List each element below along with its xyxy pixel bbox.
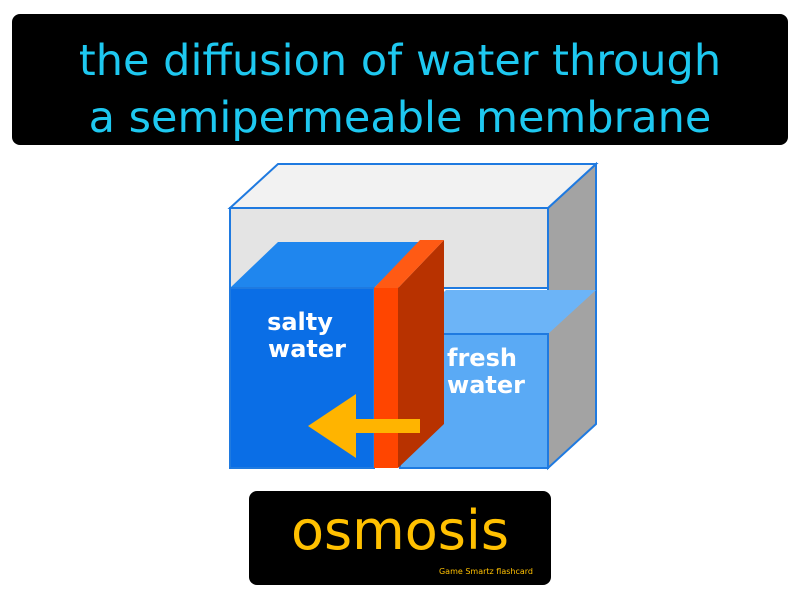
- movement-arrow-head: [308, 394, 356, 458]
- salty-water-top: [230, 242, 420, 288]
- definition-panel: the diffusion of water through a semiper…: [12, 14, 788, 145]
- tank-top: [227, 163, 599, 209]
- term-title: osmosis: [290, 499, 510, 562]
- salty-water-label-line-2: water: [268, 335, 346, 363]
- salty-water-label-line-1: salty: [267, 308, 333, 336]
- membrane-side: [398, 240, 444, 468]
- definition-text-line-2: a semipermeable membrane: [88, 93, 712, 143]
- movement-arrow-shaft: [340, 419, 420, 433]
- fresh-water-label-line-1: fresh: [447, 344, 517, 372]
- credit-label: Game Smartz flashcard: [438, 567, 533, 576]
- membrane-front: [374, 288, 398, 468]
- membrane-top: [374, 240, 444, 288]
- fresh-water-top: [400, 290, 596, 334]
- term-panel: osmosis Game Smartz flashcard: [249, 491, 551, 585]
- fresh-water-label-line-2: water: [447, 371, 525, 399]
- definition-text-line-1: the diffusion of water through: [78, 36, 722, 86]
